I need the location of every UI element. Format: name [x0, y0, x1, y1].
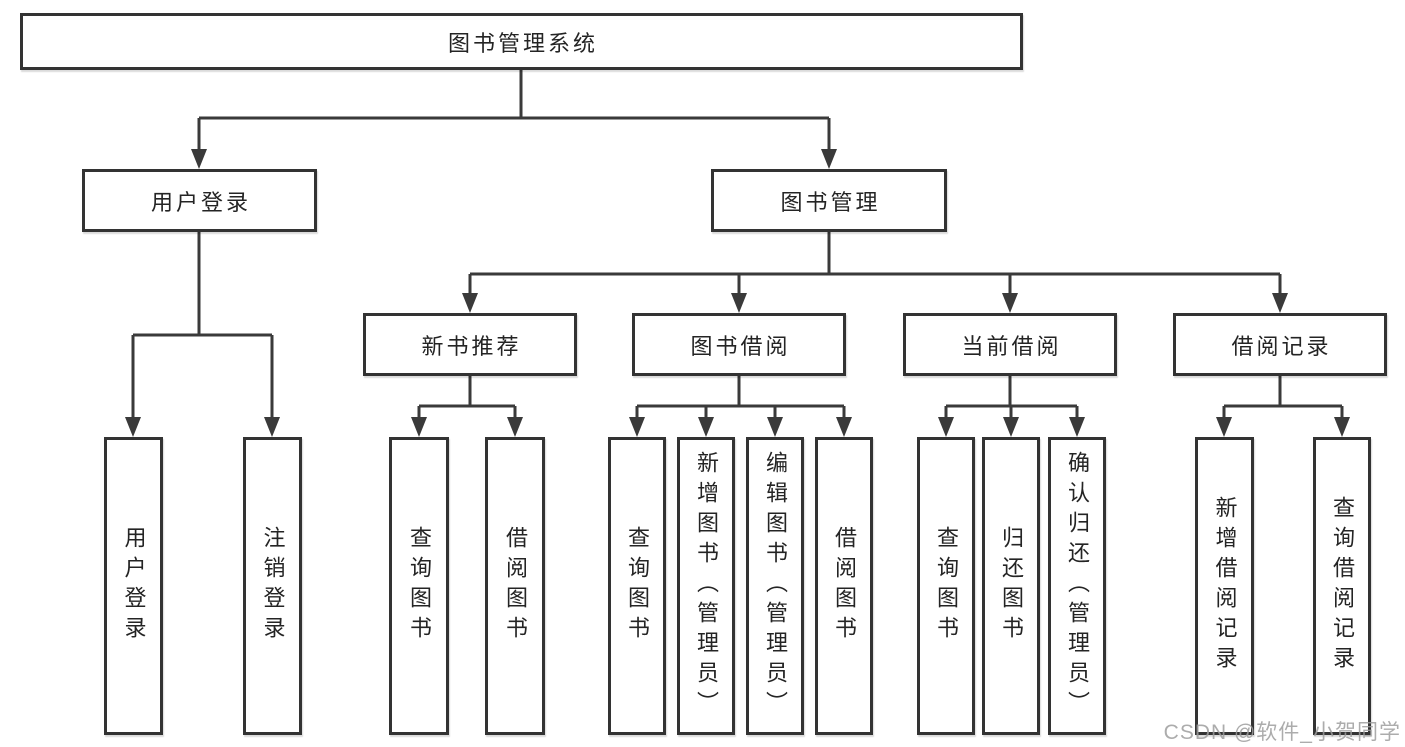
node-label: 借阅图书 — [832, 526, 857, 646]
node-label: 查询图书 — [625, 526, 650, 646]
leaf-query-books: 查询图书 — [917, 437, 975, 735]
node-library-management-system: 图书管理系统 — [20, 13, 1023, 70]
node-current-borrowing: 当前借阅 — [903, 313, 1117, 376]
node-label: 编辑图书（管理员） — [763, 451, 788, 721]
node-label: 查询图书 — [934, 526, 959, 646]
leaf-add-books-admin: 新增图书（管理员） — [677, 437, 735, 735]
node-label: 用户登录 — [150, 189, 251, 215]
leaf-edit-books-admin: 编辑图书（管理员） — [746, 437, 804, 735]
node-new-book-recommendation: 新书推荐 — [363, 313, 577, 376]
leaf-return-books: 归还图书 — [982, 437, 1040, 735]
node-label: 查询借阅记录 — [1330, 496, 1355, 676]
node-book-borrowing: 图书借阅 — [632, 313, 846, 376]
node-label: 归还图书 — [999, 526, 1024, 646]
node-user-login: 用户登录 — [82, 169, 317, 232]
leaf-add-borrowing-record: 新增借阅记录 — [1195, 437, 1254, 735]
leaf-borrow-books: 借阅图书 — [815, 437, 873, 735]
node-borrowing-records: 借阅记录 — [1173, 313, 1387, 376]
node-label: 新书推荐 — [421, 333, 522, 359]
leaf-confirm-return-admin: 确认归还（管理员） — [1048, 437, 1106, 735]
node-label: 图书管理系统 — [447, 30, 598, 56]
node-label: 借阅图书 — [503, 526, 528, 646]
leaf-logout: 注销登录 — [243, 437, 302, 735]
node-label: 借阅记录 — [1231, 333, 1332, 359]
node-label: 查询图书 — [407, 526, 432, 646]
node-label: 确认归还（管理员） — [1065, 451, 1090, 721]
node-book-management: 图书管理 — [711, 169, 947, 232]
node-label: 新增借阅记录 — [1212, 496, 1238, 676]
node-label: 注销登录 — [260, 526, 286, 646]
leaf-borrow-books: 借阅图书 — [485, 437, 545, 735]
csdn-watermark: CSDN @软件_小贺同学 — [1163, 721, 1401, 744]
leaf-user-login: 用户登录 — [104, 437, 163, 735]
node-label: 图书借阅 — [690, 333, 791, 359]
node-label: 新增图书（管理员） — [694, 451, 719, 721]
leaf-query-books: 查询图书 — [389, 437, 449, 735]
leaf-query-books: 查询图书 — [608, 437, 666, 735]
node-label: 当前借阅 — [961, 333, 1062, 359]
node-label: 图书管理 — [780, 189, 881, 215]
node-label: 用户登录 — [121, 526, 147, 646]
arrowheads — [125, 149, 1350, 437]
leaf-query-borrowing-record: 查询借阅记录 — [1313, 437, 1371, 735]
